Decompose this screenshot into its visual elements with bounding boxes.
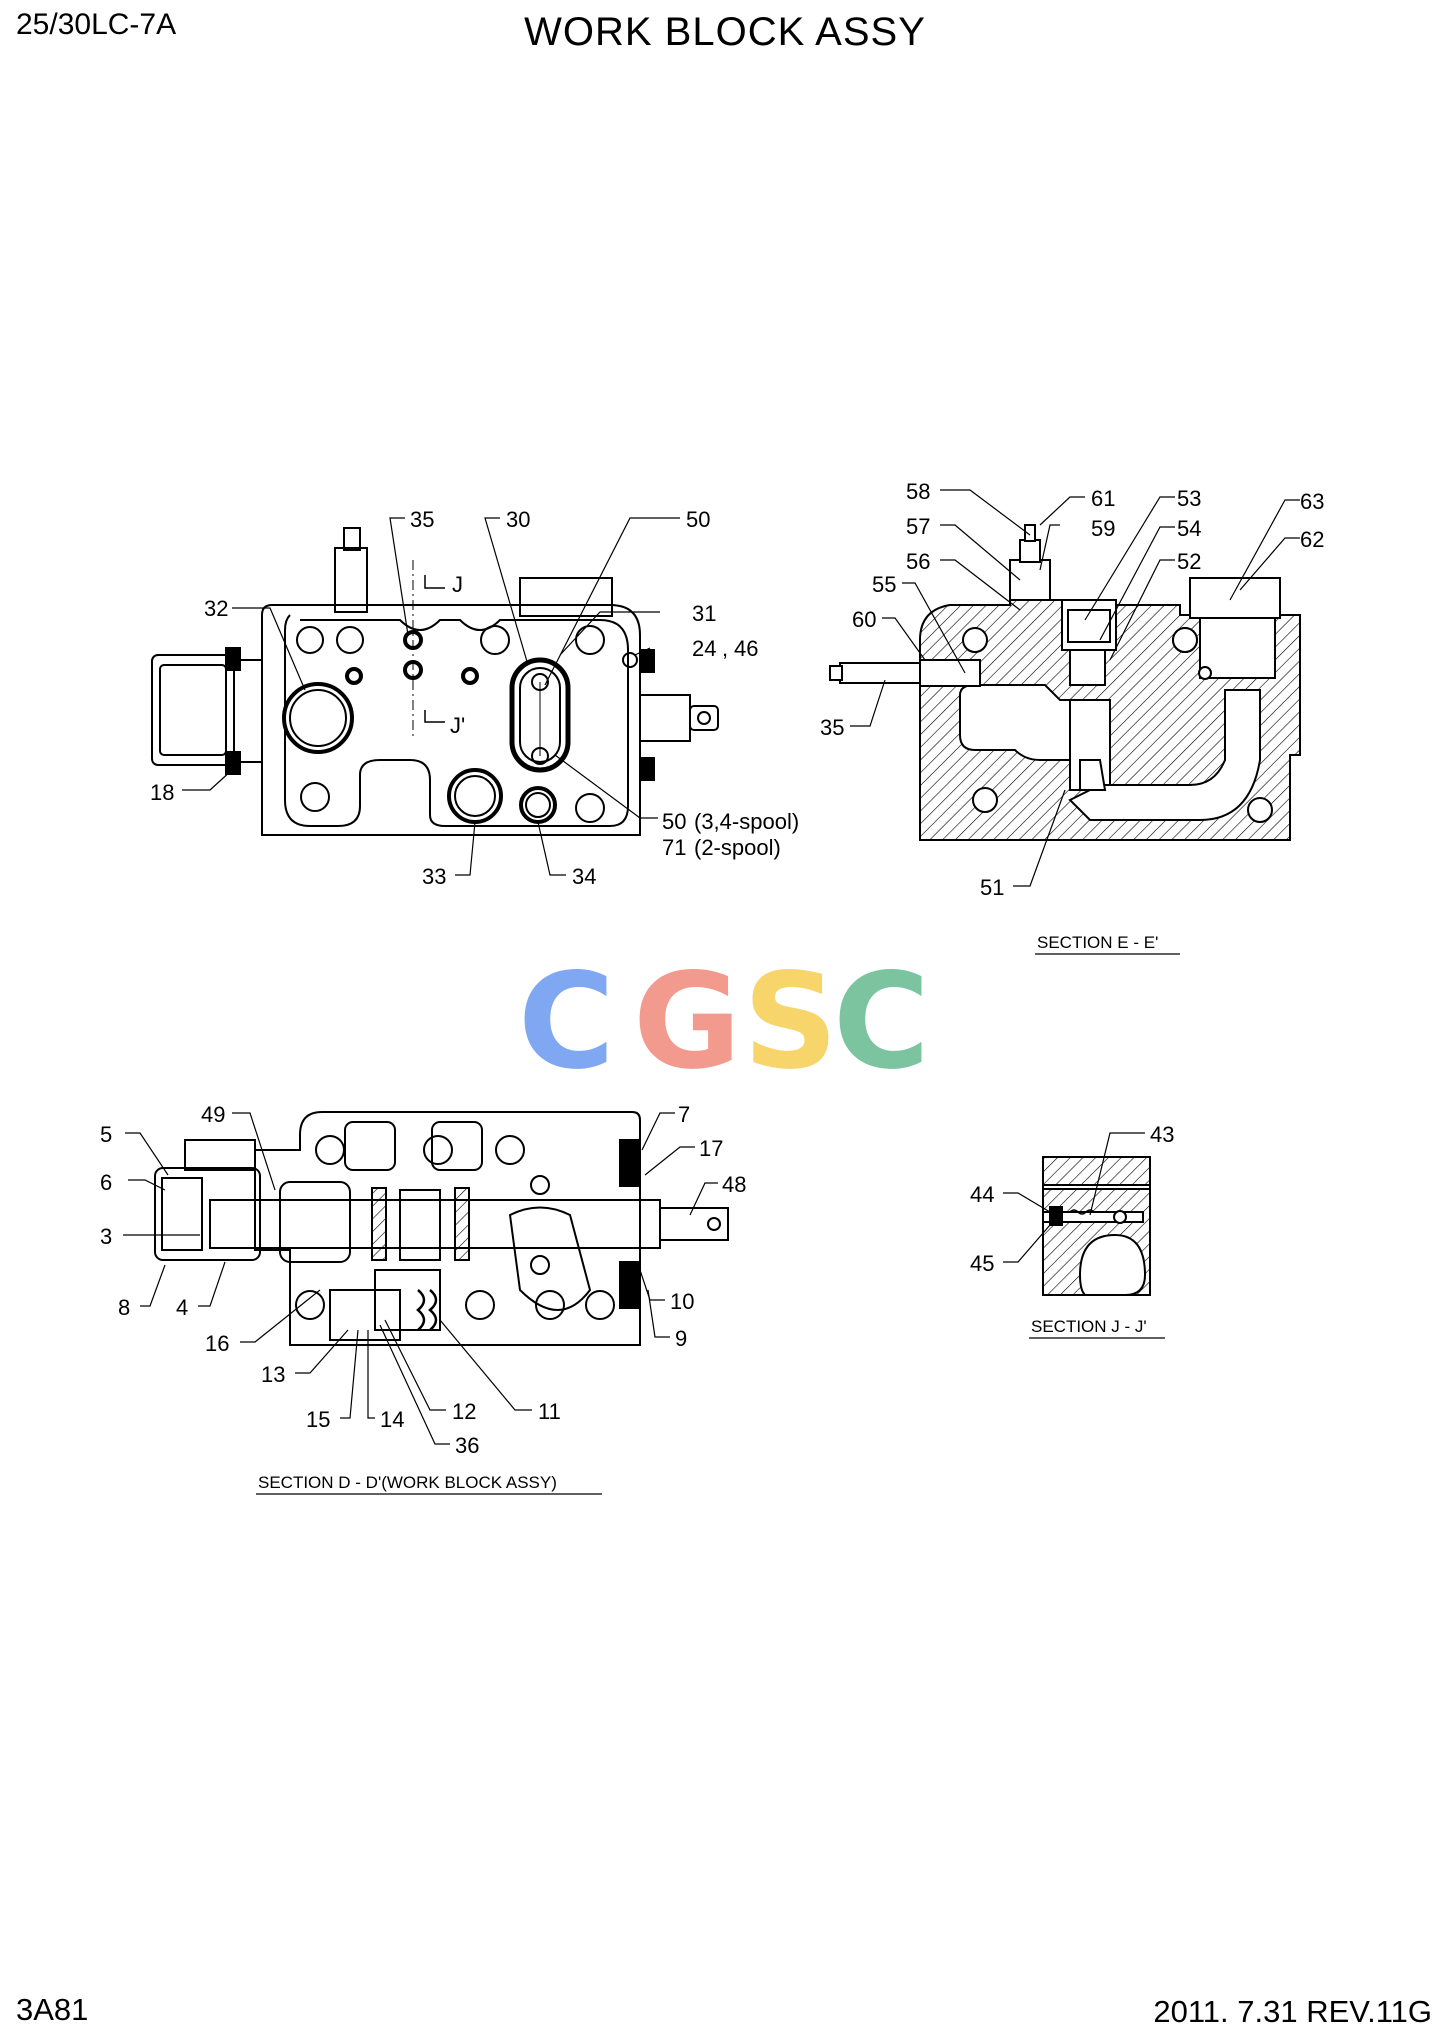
- label-71: 71: [662, 835, 686, 860]
- label-7: 7: [678, 1102, 690, 1127]
- label-33: 33: [422, 864, 446, 889]
- label-35-e: 35: [820, 715, 844, 740]
- label-36: 36: [455, 1433, 479, 1458]
- section-j-labels: 43 44 45: [970, 1122, 1174, 1276]
- label-12: 12: [452, 1399, 476, 1424]
- label-53: 53: [1177, 486, 1201, 511]
- watermark-logo: C G S C: [518, 945, 930, 1099]
- date-revision: 2011. 7.31 REV.11G: [1153, 1994, 1432, 2029]
- label-9: 9: [675, 1326, 687, 1351]
- section-d-leaders: [123, 1112, 718, 1445]
- label-comma: ,: [722, 636, 728, 661]
- label-50b: 50: [662, 809, 686, 834]
- label-13: 13: [261, 1362, 285, 1387]
- model-number: 25/30LC-7A: [16, 8, 177, 41]
- view-mark-j-prime: J': [450, 713, 465, 738]
- label-4: 4: [176, 1295, 188, 1320]
- label-60: 60: [852, 607, 876, 632]
- watermark-letter-s: S: [743, 945, 838, 1099]
- top-view-leaders: [182, 517, 680, 876]
- label-24: 24: [692, 636, 716, 661]
- label-15: 15: [306, 1407, 330, 1432]
- label-62: 62: [1300, 527, 1324, 552]
- label-14: 14: [380, 1407, 404, 1432]
- label-59: 59: [1091, 516, 1115, 541]
- label-6: 6: [100, 1170, 112, 1195]
- label-10: 10: [670, 1289, 694, 1314]
- label-46: 46: [734, 636, 758, 661]
- label-43: 43: [1150, 1122, 1174, 1147]
- section-d-labels: 5 49 7 17 6 48 3 8 4 10 16 9 13 12 11 15…: [100, 1102, 746, 1458]
- label-56: 56: [906, 549, 930, 574]
- label-71-note: (2-spool): [694, 835, 781, 860]
- label-44: 44: [970, 1182, 994, 1207]
- label-49: 49: [201, 1102, 225, 1127]
- top-view: [151, 527, 719, 836]
- label-30: 30: [506, 507, 530, 532]
- watermark-letter-c2: C: [833, 945, 930, 1099]
- section-d-caption: SECTION D - D'(WORK BLOCK ASSY): [258, 1473, 557, 1492]
- watermark-letter-g: G: [633, 945, 741, 1099]
- section-j-caption: SECTION J - J': [1031, 1317, 1147, 1336]
- label-18: 18: [150, 780, 174, 805]
- label-50: 50: [686, 507, 710, 532]
- label-34: 34: [572, 864, 596, 889]
- section-d-view: [154, 1111, 729, 1346]
- label-17: 17: [699, 1136, 723, 1161]
- section-e-leaders: [850, 489, 1300, 887]
- label-61: 61: [1091, 486, 1115, 511]
- watermark-letter-c1: C: [518, 945, 615, 1099]
- label-48: 48: [722, 1172, 746, 1197]
- label-55: 55: [872, 572, 896, 597]
- label-11: 11: [538, 1399, 561, 1424]
- top-view-labels: 35 30 50 32 31 24 , 46 18 50 (3,4-spool)…: [150, 507, 799, 889]
- section-j-view: [1042, 1156, 1151, 1296]
- section-j-leaders: [1003, 1132, 1145, 1263]
- label-50b-note: (3,4-spool): [694, 809, 799, 834]
- section-e-labels: 58 61 53 63 57 59 54 62 56 52 55 60 35 5…: [820, 479, 1324, 900]
- label-45: 45: [970, 1251, 994, 1276]
- label-52: 52: [1177, 549, 1201, 574]
- page-title: WORK BLOCK ASSY: [524, 10, 926, 54]
- label-58: 58: [906, 479, 930, 504]
- label-57: 57: [906, 514, 930, 539]
- label-51: 51: [980, 875, 1004, 900]
- view-mark-j: J: [452, 572, 463, 597]
- label-3: 3: [100, 1224, 112, 1249]
- label-8: 8: [118, 1295, 130, 1320]
- section-e-view: [829, 524, 1301, 841]
- section-e-caption: SECTION E - E': [1037, 933, 1158, 952]
- label-54: 54: [1177, 516, 1201, 541]
- label-5: 5: [100, 1122, 112, 1147]
- label-63: 63: [1300, 489, 1324, 514]
- label-35: 35: [410, 507, 434, 532]
- page-code: 3A81: [16, 1992, 89, 2027]
- label-32: 32: [204, 596, 228, 621]
- label-31: 31: [692, 601, 716, 626]
- label-16: 16: [205, 1331, 229, 1356]
